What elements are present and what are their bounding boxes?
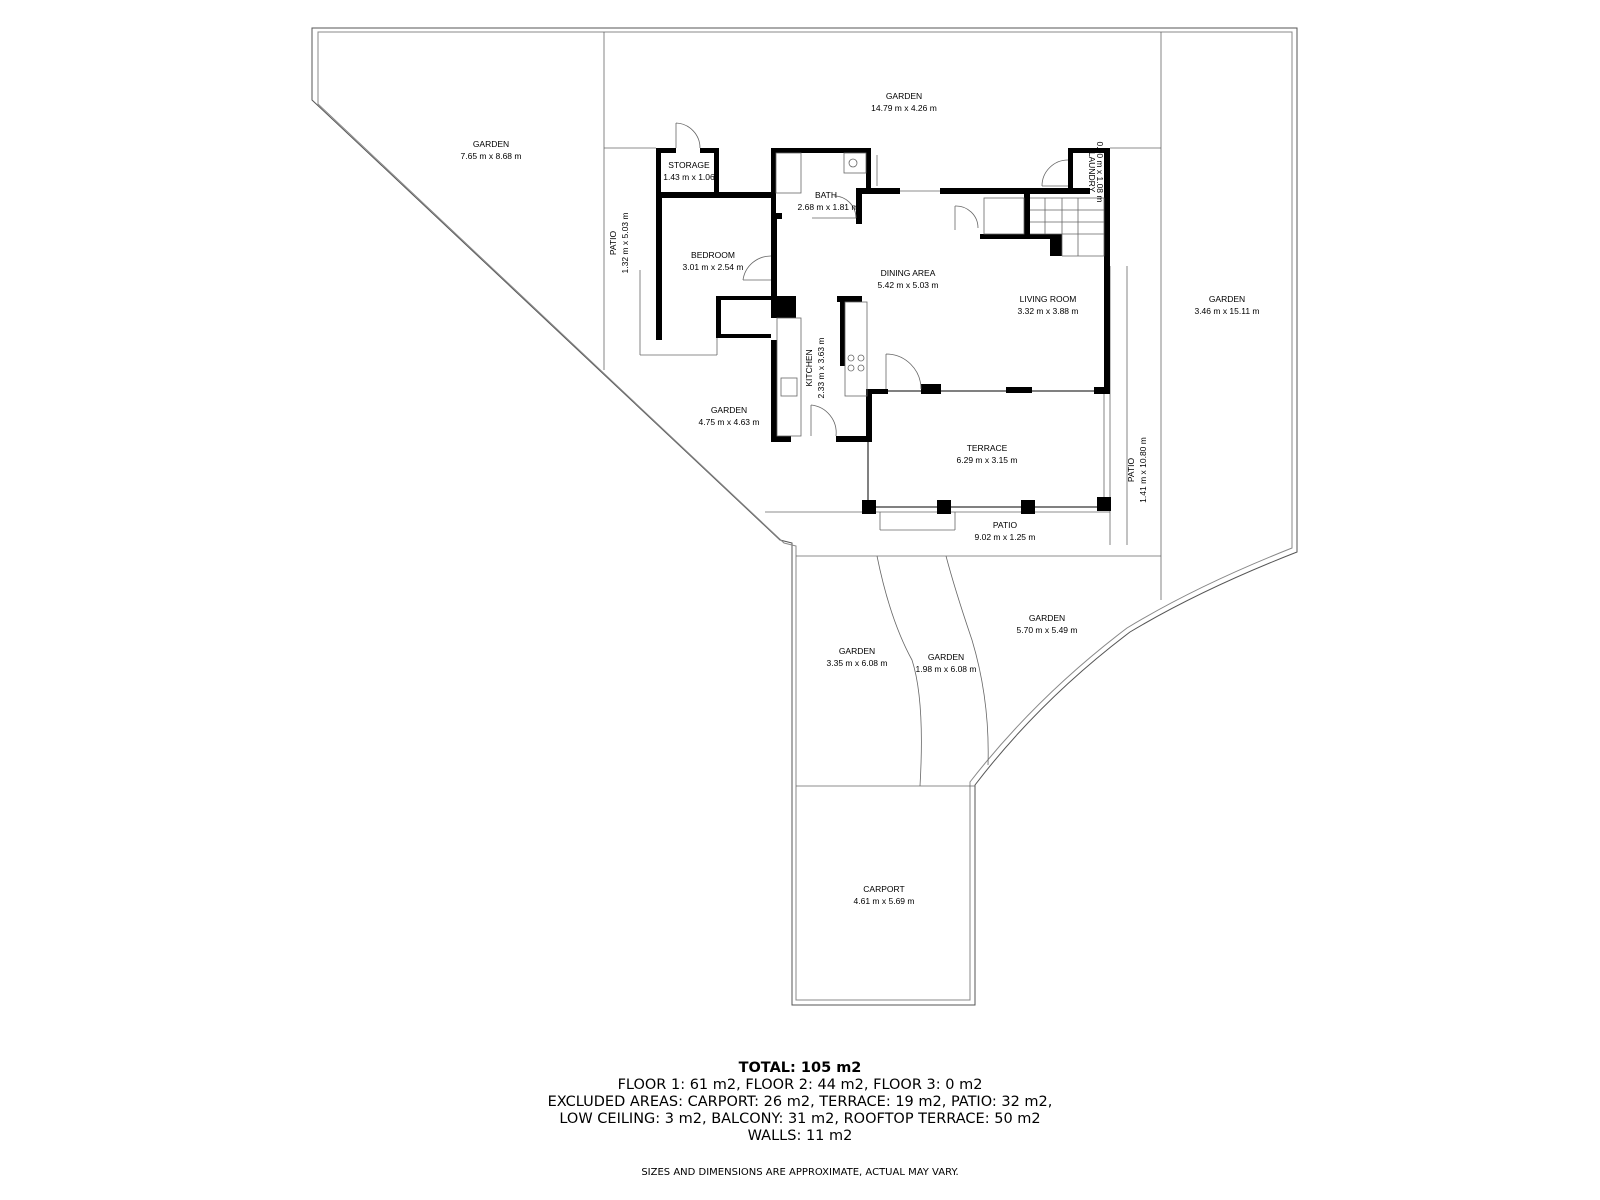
bath-dims: 2.68 m x 1.81 m bbox=[798, 202, 859, 212]
disclaimer: SIZES AND DIMENSIONS ARE APPROXIMATE, AC… bbox=[641, 1167, 959, 1178]
storage-name: STORAGE bbox=[668, 160, 710, 170]
laundry-dims: 0.70 m x 1.08 m bbox=[1095, 142, 1105, 203]
garden-nw-name: GARDEN bbox=[473, 139, 509, 149]
bath-name: BATH bbox=[815, 190, 837, 200]
garden-mid-name: GARDEN bbox=[711, 405, 747, 415]
excluded-areas-cont: LOW CEILING: 3 m2, BALCONY: 31 m2, ROOFT… bbox=[559, 1111, 1041, 1127]
patio-w-name: PATIO bbox=[608, 230, 618, 255]
kitchen-dims: 2.33 m x 3.63 m bbox=[816, 338, 826, 399]
garden-divisions bbox=[603, 32, 1162, 787]
doors-fixtures bbox=[675, 122, 1105, 437]
living-name: LIVING ROOM bbox=[1020, 294, 1077, 304]
building-walls bbox=[656, 148, 1111, 514]
area-summary: TOTAL: 105 m2 FLOOR 1: 61 m2, FLOOR 2: 4… bbox=[0, 1060, 1600, 1145]
kitchen-name: KITCHEN bbox=[804, 349, 814, 386]
garden-e-name: GARDEN bbox=[1209, 294, 1245, 304]
patio-e-name: PATIO bbox=[1126, 457, 1136, 482]
garden-n-dims: 14.79 m x 4.26 m bbox=[871, 103, 937, 113]
patio-e-dims: 1.41 m x 10.80 m bbox=[1138, 437, 1148, 503]
garden-path-dims: 1.98 m x 6.08 m bbox=[916, 664, 977, 674]
garden-nw-dims: 7.65 m x 8.68 m bbox=[461, 151, 522, 161]
storage-dims: 1.43 m x 1.06 bbox=[663, 172, 715, 182]
dining-name: DINING AREA bbox=[881, 268, 936, 278]
garden-se-dims: 5.70 m x 5.49 m bbox=[1017, 625, 1078, 635]
garden-se-name: GARDEN bbox=[1029, 613, 1065, 623]
terrace-dims: 6.29 m x 3.15 m bbox=[957, 455, 1018, 465]
garden-n-name: GARDEN bbox=[886, 91, 922, 101]
garden-e-dims: 3.46 m x 15.11 m bbox=[1194, 306, 1259, 316]
laundry-name: LAUNDRY bbox=[1087, 152, 1097, 193]
carport-name: CARPORT bbox=[863, 884, 904, 894]
floor-areas: FLOOR 1: 61 m2, FLOOR 2: 44 m2, FLOOR 3:… bbox=[617, 1077, 983, 1093]
patio-s-dims: 9.02 m x 1.25 m bbox=[975, 532, 1036, 542]
terrace-name: TERRACE bbox=[967, 443, 1008, 453]
patio-w-dims: 1.32 m x 5.03 m bbox=[620, 213, 630, 274]
garden-sw-name: GARDEN bbox=[839, 646, 875, 656]
walls-area: WALLS: 11 m2 bbox=[747, 1128, 853, 1144]
bedroom-name: BEDROOM bbox=[691, 250, 735, 260]
garden-sw-dims: 3.35 m x 6.08 m bbox=[827, 658, 888, 668]
living-dims: 3.32 m x 3.88 m bbox=[1018, 306, 1079, 316]
garden-mid-dims: 4.75 m x 4.63 m bbox=[699, 417, 760, 427]
carport-dims: 4.61 m x 5.69 m bbox=[854, 896, 915, 906]
dining-dims: 5.42 m x 5.03 m bbox=[878, 280, 939, 290]
garden-path-name: GARDEN bbox=[928, 652, 964, 662]
bedroom-dims: 3.01 m x 2.54 m bbox=[683, 262, 744, 272]
site-boundary bbox=[311, 27, 1298, 1006]
excluded-areas: EXCLUDED AREAS: CARPORT: 26 m2, TERRACE:… bbox=[547, 1094, 1053, 1110]
total-area: TOTAL: 105 m2 bbox=[738, 1060, 862, 1076]
room-labels: GARDEN 7.65 m x 8.68 m GARDEN 14.79 m x … bbox=[461, 91, 1260, 906]
patio-s-name: PATIO bbox=[993, 520, 1018, 530]
